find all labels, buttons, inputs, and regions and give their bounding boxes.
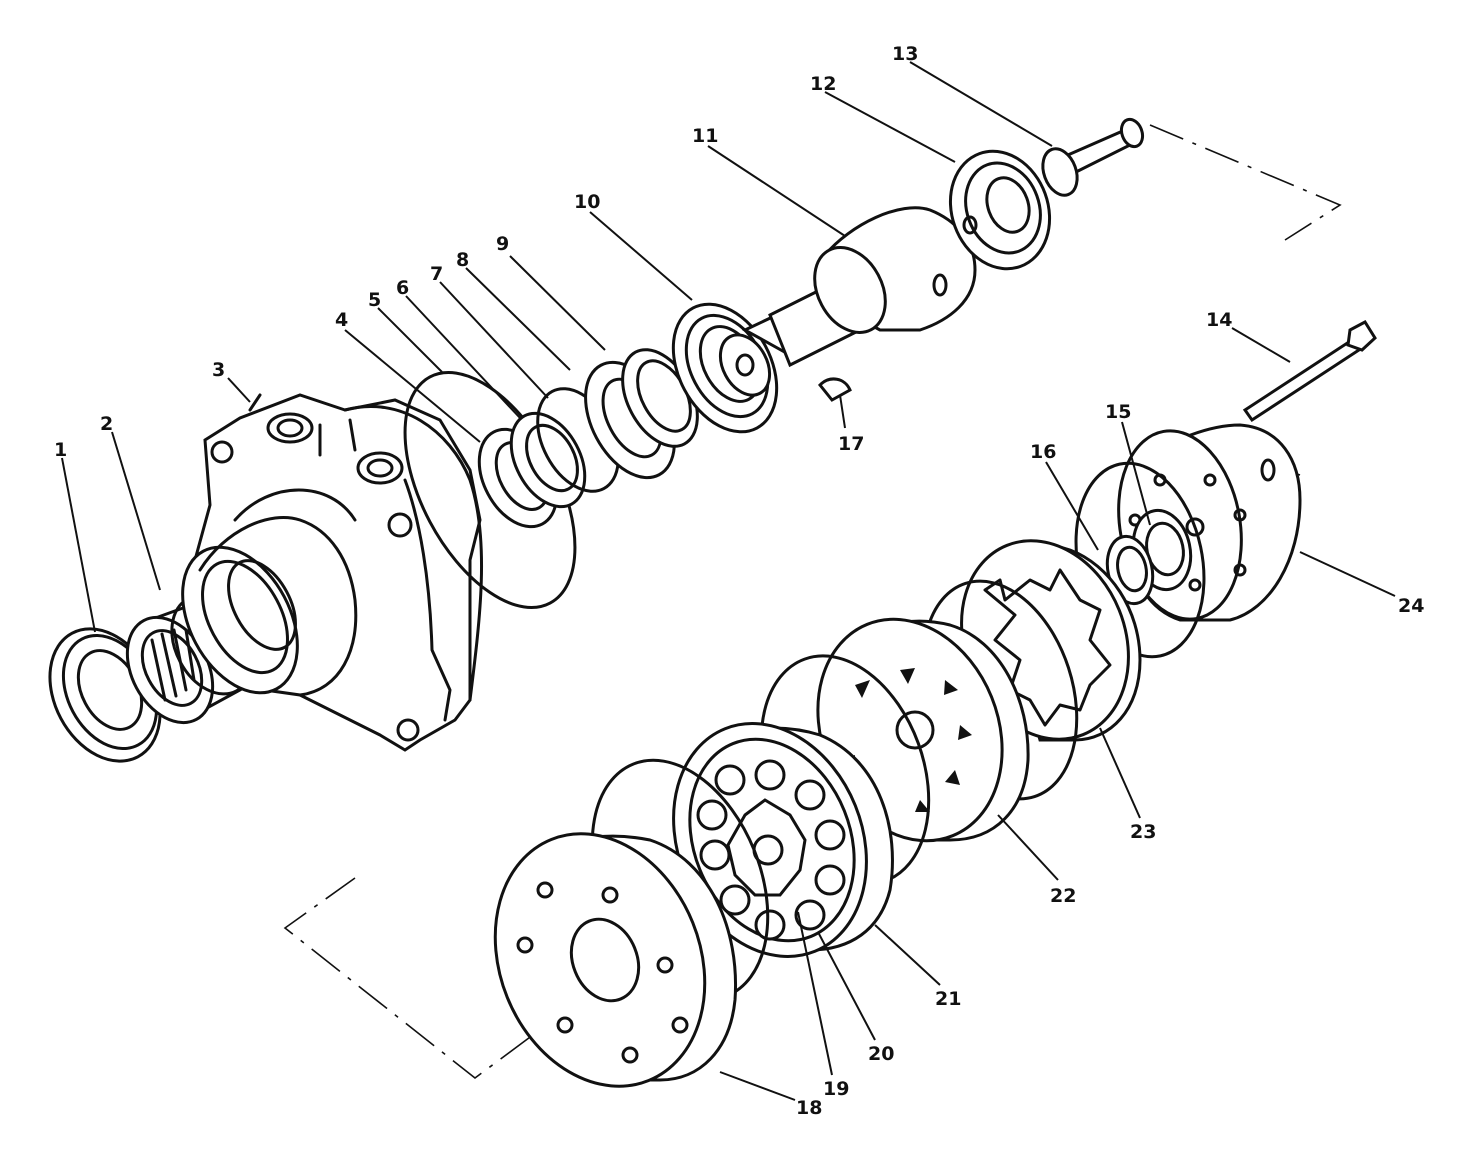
callout-5: 5	[368, 289, 381, 311]
callout-21: 21	[935, 988, 961, 1010]
leader-lines	[61, 61, 1396, 1101]
wear-plate	[948, 149, 1052, 271]
callout-23: 23	[1130, 821, 1156, 843]
motor-housing	[181, 393, 484, 752]
callout-13: 13	[892, 43, 918, 65]
drive-link	[1041, 117, 1145, 197]
spacer-ring	[1074, 461, 1206, 659]
woodruff-key	[817, 377, 852, 402]
callout-8: 8	[456, 249, 469, 271]
callout-18: 18	[796, 1097, 822, 1119]
cap-screw	[1242, 320, 1377, 423]
callout-2: 2	[100, 413, 113, 435]
callout-labels: 1 2 3 4 5 6 7 8 9 10 11 12 13 14 15 16 1…	[54, 43, 1424, 1119]
callout-20: 20	[868, 1043, 894, 1065]
callout-1: 1	[54, 439, 67, 461]
callout-9: 9	[496, 233, 509, 255]
callout-19: 19	[823, 1078, 849, 1100]
callout-10: 10	[574, 191, 600, 213]
gerotor-set	[672, 722, 894, 958]
callout-3: 3	[212, 359, 225, 381]
callout-16: 16	[1030, 441, 1056, 463]
callout-6: 6	[396, 277, 409, 299]
callout-15: 15	[1105, 401, 1131, 423]
port-end-plate	[493, 832, 738, 1088]
callout-7: 7	[430, 263, 443, 285]
callout-24: 24	[1398, 595, 1424, 617]
callout-11: 11	[692, 125, 718, 147]
callout-4: 4	[335, 309, 348, 331]
callout-12: 12	[810, 73, 836, 95]
callout-14: 14	[1206, 309, 1232, 331]
output-shaft	[718, 206, 977, 397]
callout-17: 17	[838, 433, 864, 455]
callout-22: 22	[1050, 885, 1076, 907]
